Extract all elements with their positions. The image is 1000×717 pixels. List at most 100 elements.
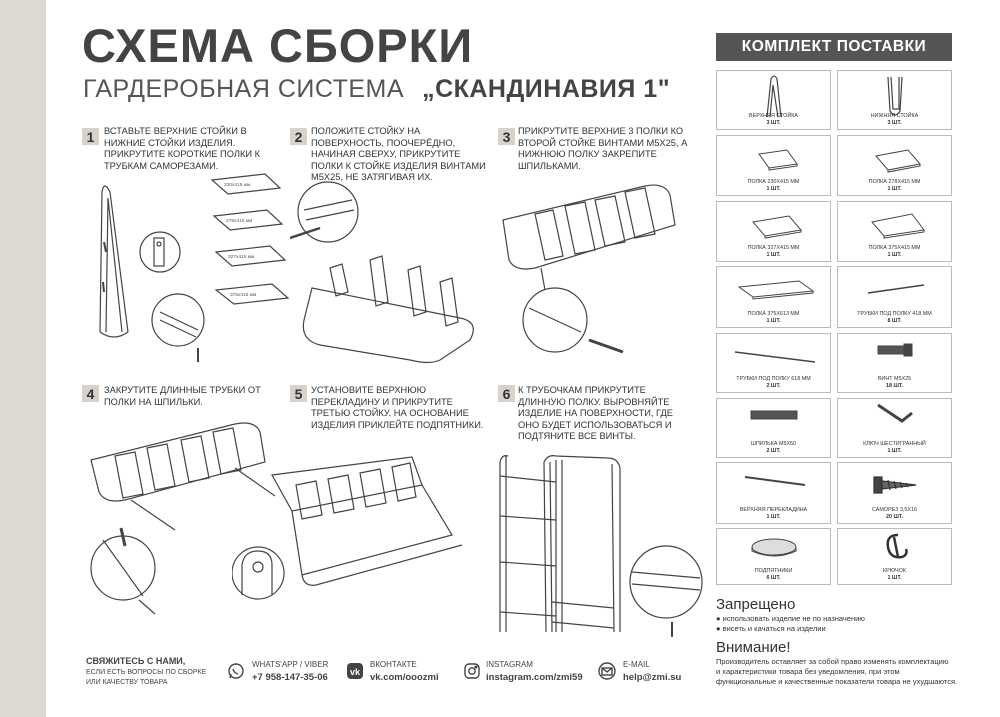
kit-item-qty: 1 шт. xyxy=(766,185,781,192)
email-icon xyxy=(598,662,616,680)
vk-value[interactable]: vk.com/ooozmi xyxy=(370,672,439,683)
prohibited-list: ● использовать изделие не по назначению … xyxy=(716,614,865,634)
kit-item-shelf-230: ПОЛКА 230х415 мм1 шт. xyxy=(716,135,831,196)
kit-item-qty: 3 шт. xyxy=(766,119,781,126)
shelf-icon xyxy=(875,149,921,173)
step-4-number: 4 xyxy=(82,385,99,402)
kit-item-stud: ШПИЛЬКА М5х502 шт. xyxy=(716,398,831,458)
kit-item-long-shelf: ПОЛКА 375х613 мм1 шт. xyxy=(716,266,831,328)
step-3-text: ПРИКРУТИТЕ ВЕРХНИЕ 3 ПОЛКИ КО ВТОРОЙ СТО… xyxy=(518,126,688,171)
kit-item-name: ВЕРХНЯЯ СТОЙКА xyxy=(749,113,798,119)
page-title: СХЕМА СБОРКИ xyxy=(82,19,474,72)
kit-item-qty: 6 шт. xyxy=(766,574,781,581)
self-tapping-screw-icon xyxy=(873,476,917,494)
kit-item-qty: 1 шт. xyxy=(887,251,902,258)
hook-icon xyxy=(886,533,908,559)
email-value[interactable]: help@zmi.su xyxy=(623,672,682,683)
vk-icon: vk xyxy=(347,663,363,679)
step-2-illustration xyxy=(290,181,474,364)
kit-item-name: ПОЛКА 375х613 мм xyxy=(747,311,800,317)
kit-item-name: КЛЮЧ ШЕСТИГРАННЫЙ xyxy=(863,441,926,447)
kit-item-name: НИЖНЯЯ СТОЙКА xyxy=(870,113,919,119)
kit-item-name: ВИНТ М5х25 xyxy=(877,376,912,382)
attention-heading: Внимание! xyxy=(716,639,791,656)
kit-item-name: ВЕРХНЯЯ ПЕРЕКЛАДИНА xyxy=(739,507,808,513)
kit-item-name: КРЮЧОК xyxy=(883,568,906,574)
kit-item-name: САМОРЕЗ 3,5х16 xyxy=(872,507,917,513)
kit-item-name: ТРУБКИ ПОД ПОЛКУ 618 мм xyxy=(736,376,811,382)
step-6-number: 6 xyxy=(498,385,515,402)
step-1-shelves xyxy=(210,173,290,305)
kit-item-qty: 20 шт. xyxy=(885,513,904,520)
kit-item-name: ПОДПЯТНИКИ xyxy=(754,568,793,574)
contact-subline: ЕСЛИ ЕСТЬ ВОПРОСЫ ПО СБОРКЕ xyxy=(86,669,207,676)
step-5-number: 5 xyxy=(290,385,307,402)
page-subtitle: ГАРДЕРОБНАЯ СИСТЕМА „СКАНДИНАВИЯ 1" xyxy=(83,77,670,102)
kit-item-shelf-375: ПОЛКА 375х415 мм1 шт. xyxy=(837,201,952,262)
shelf-label-1: 230x415 мм xyxy=(224,183,251,188)
vk-label: ВКОНТАКТЕ xyxy=(370,660,417,669)
crossbar-icon xyxy=(744,476,806,486)
attention-line: Производитель оставляет за собой право и… xyxy=(716,657,949,666)
kit-item-short-tube: ТРУБКИ ПОД ПОЛКУ 418 мм8 шт. xyxy=(837,266,952,328)
prohibited-heading: Запрещено xyxy=(716,596,796,613)
attention-text: Производитель оставляет за собой право и… xyxy=(716,657,986,687)
shelf-label-3: 327x415 мм xyxy=(228,255,255,260)
kit-item-shelf-327: ПОЛКА 327х415 мм1 шт. xyxy=(716,201,831,262)
step-1-illustration xyxy=(99,173,290,362)
step-3-illustration xyxy=(502,184,676,354)
hex-key-icon xyxy=(877,403,913,423)
contact-heading: СВЯЖИТЕСЬ С НАМИ, xyxy=(86,656,186,666)
attention-line: и характеристики товара без уведомления,… xyxy=(716,667,900,676)
kit-item-shelf-278: ПОЛКА 278х415 мм1 шт. xyxy=(837,135,952,196)
shelf-icon xyxy=(871,213,925,239)
step-6-illustration xyxy=(499,455,703,637)
kit-header: КОМПЛЕКТ ПОСТАВКИ xyxy=(716,33,952,61)
step-3-number: 3 xyxy=(498,128,515,145)
instagram-label: INSTAGRAM xyxy=(486,660,533,669)
step-1-number: 1 xyxy=(82,128,99,145)
kit-item-qty: 2 шт. xyxy=(766,447,781,454)
email-label: E-MAIL xyxy=(623,660,650,669)
contact-subline: ИЛИ КАЧЕСТВУ ТОВАРА xyxy=(86,679,168,686)
instagram-value[interactable]: instagram.com/zmi59 xyxy=(486,672,583,683)
kit-item-screw: ВИНТ М5х2518 шт. xyxy=(837,333,952,393)
step-5-illustration xyxy=(232,456,463,600)
step-5-text: УСТАНОВИТЕ ВЕРХНЮЮ ПЕРЕКЛАДИНУ И ПРИКРУТ… xyxy=(311,385,484,430)
kit-item-qty: 1 шт. xyxy=(887,447,902,454)
step-2-text: ПОЛОЖИТЕ СТОЙКУ НА ПОВЕРХНОСТЬ, ПООЧЕРЁД… xyxy=(311,126,486,182)
kit-item-name: ПОЛКА 278х415 мм xyxy=(868,179,921,185)
screw-icon xyxy=(877,343,913,357)
svg-text:vk: vk xyxy=(350,667,361,677)
shelf-icon xyxy=(752,215,802,239)
shelf-label-4: 375x415 мм xyxy=(230,293,257,298)
kit-item-name: ШПИЛЬКА М5х50 xyxy=(750,441,797,447)
prohibited-item: ● висеть и качаться на изделии xyxy=(716,624,826,633)
kit-item-qty: 18 шт. xyxy=(885,382,904,389)
step-4-illustration xyxy=(90,422,276,615)
prohibited-item: ● использовать изделие не по назначению xyxy=(716,614,865,623)
step-6-text: К ТРУБОЧКАМ ПРИКРУТИТЕ ДЛИННУЮ ПОЛКУ. ВЫ… xyxy=(518,385,673,441)
kit-item-qty: 1 шт. xyxy=(766,251,781,258)
contact-subtext: ЕСЛИ ЕСТЬ ВОПРОСЫ ПО СБОРКЕ ИЛИ КАЧЕСТВУ… xyxy=(86,668,206,688)
kit-item-qty: 1 шт. xyxy=(887,574,902,581)
product-name: „СКАНДИНАВИЯ 1" xyxy=(422,75,671,103)
step-1-text: ВСТАВЬТЕ ВЕРХНИЕ СТОЙКИ В НИЖНИЕ СТОЙКИ … xyxy=(104,126,261,171)
instagram-icon xyxy=(464,663,480,679)
kit-item-qty: 1 шт. xyxy=(766,317,781,324)
left-accent-strip xyxy=(0,0,46,717)
whatsapp-value[interactable]: +7 958-147-35-06 xyxy=(252,672,328,683)
step-4-text: ЗАКРУТИТЕ ДЛИННЫЕ ТРУБКИ ОТ ПОЛКИ НА ШПИ… xyxy=(104,385,261,407)
upper-post-icon xyxy=(766,75,782,118)
kit-item-name: ТРУБКИ ПОД ПОЛКУ 418 мм xyxy=(857,311,932,317)
stud-icon xyxy=(750,410,798,420)
shelf-label-2: 278x415 мм xyxy=(226,219,253,224)
kit-item-qty: 1 шт. xyxy=(766,513,781,520)
subtitle-prefix: ГАРДЕРОБНАЯ СИСТЕМА xyxy=(83,75,405,103)
kit-item-name: ПОЛКА 375х415 мм xyxy=(868,245,921,251)
kit-item-qty: 3 шт. xyxy=(887,119,902,126)
